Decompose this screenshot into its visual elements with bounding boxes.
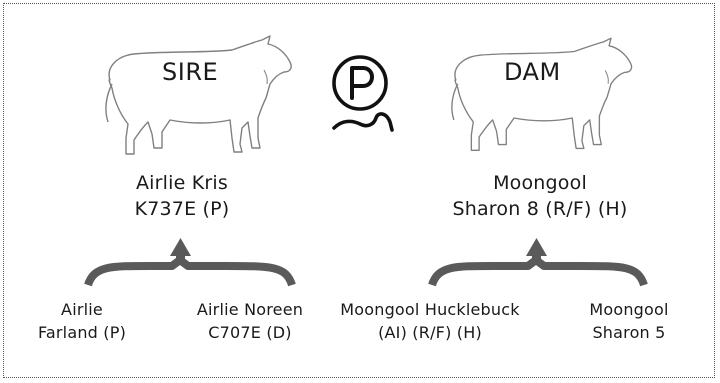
dam-mother-line1: Moongool — [589, 300, 669, 319]
sire-father-line2: Farland (P) — [37, 323, 127, 342]
sire-mother-line1: Airlie Noreen — [196, 300, 304, 319]
cow-silhouette — [451, 37, 633, 151]
dam-name-line1: Moongool — [493, 172, 587, 194]
sire-mother: Airlie Noreen C707E (D) — [182, 298, 318, 344]
sire-name: Airlie Kris K737E (P) — [100, 170, 264, 222]
sire-mother-line2: C707E (D) — [208, 323, 292, 342]
dam-mother-line2: Sharon 5 — [592, 323, 666, 342]
sire-name-line1: Airlie Kris — [135, 172, 229, 194]
sire-name-line2: K737E (P) — [134, 198, 230, 220]
sire-father-line1: Airlie — [61, 300, 103, 319]
polled-p-symbol — [332, 55, 394, 132]
dam-father-line1: Moongool Hucklebuck — [340, 300, 520, 319]
sire-branch-bracket — [84, 238, 296, 287]
sire-father: Airlie Farland (P) — [20, 298, 144, 344]
dam-mother: Moongool Sharon 5 — [572, 298, 686, 344]
bull-silhouette — [105, 35, 292, 155]
dam-father: Moongool Hucklebuck (AI) (R/F) (H) — [338, 298, 522, 344]
diagram-frame — [3, 3, 715, 378]
dam-father-line2: (AI) (R/F) (H) — [378, 323, 482, 342]
dam-branch-bracket — [428, 238, 648, 287]
dam-name-line2: Sharon 8 (R/F) (H) — [452, 198, 628, 220]
sire-role-label: SIRE — [162, 58, 219, 86]
dam-name: Moongool Sharon 8 (R/F) (H) — [436, 170, 644, 222]
dam-role-label: DAM — [504, 58, 561, 86]
